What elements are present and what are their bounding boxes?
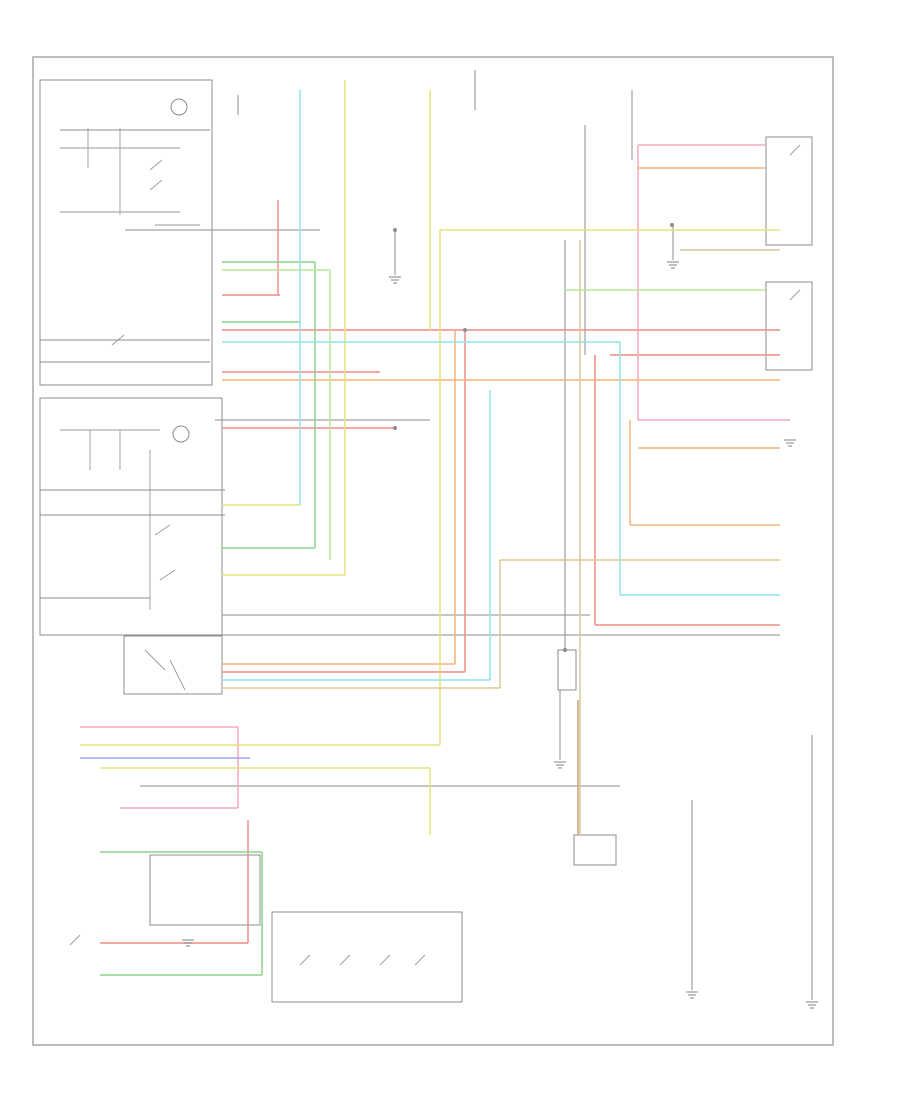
green-wires bbox=[100, 261, 316, 976]
blower-motor-box bbox=[123, 635, 223, 695]
relay-box-1 bbox=[765, 136, 813, 246]
ground-symbol-lower bbox=[172, 425, 190, 443]
connector-dots bbox=[393, 223, 674, 652]
yellow-wires bbox=[80, 80, 780, 835]
ground-icon bbox=[182, 939, 194, 947]
ground-icon bbox=[389, 276, 401, 284]
pink-wires bbox=[80, 144, 790, 809]
ground-icon bbox=[686, 991, 698, 999]
climate-control-head-lower bbox=[39, 397, 223, 636]
switch-contacts bbox=[60, 128, 801, 966]
tan-wires bbox=[222, 240, 780, 835]
diagram-frame bbox=[32, 56, 834, 1046]
rear-control-switch-box bbox=[271, 911, 463, 1003]
rear-switch-box bbox=[149, 854, 261, 926]
ground-symbols bbox=[182, 261, 818, 1009]
ground-icon bbox=[784, 439, 796, 447]
ground-icon bbox=[806, 1001, 818, 1009]
ground-icon bbox=[667, 261, 679, 269]
light-green-wires bbox=[222, 269, 765, 560]
relay-box-2 bbox=[765, 281, 813, 371]
ground-symbol-upper bbox=[170, 98, 188, 116]
orange-wires bbox=[222, 167, 780, 665]
climate-control-head-upper bbox=[39, 79, 213, 386]
ground-icon bbox=[554, 761, 566, 769]
black-wires bbox=[40, 70, 813, 1000]
resistor-module bbox=[557, 649, 577, 691]
cyan-wires bbox=[222, 90, 780, 681]
auxiliary-unit-box bbox=[573, 834, 617, 866]
component-boxes bbox=[39, 79, 813, 1003]
